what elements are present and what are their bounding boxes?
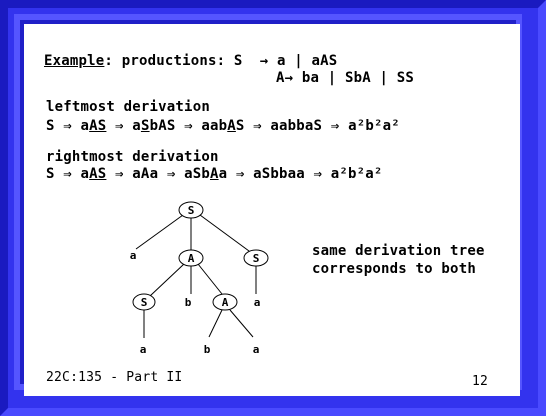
tree-leaf-a2: a	[254, 296, 261, 309]
note-line-1: same derivation tree	[312, 243, 485, 259]
example-colon: :	[104, 53, 114, 69]
footer-page-number: 12	[472, 374, 489, 389]
tree-leaf-a1: a	[130, 249, 137, 262]
note-line-2: corresponds to both	[312, 261, 476, 277]
rightmost-heading: rightmost derivation	[46, 149, 219, 165]
productions-line-2: A→ ba | SbA | SS	[276, 70, 415, 86]
tree-node-S-left: S	[141, 296, 148, 309]
example-label: Example	[44, 53, 105, 69]
tree-leaf-a3: a	[140, 343, 147, 356]
leftmost-heading: leftmost derivation	[46, 99, 210, 115]
slide: Example: productions: S → a | aAS A→ ba …	[24, 24, 520, 396]
productions-line-1: productions: S → a | aAS	[121, 53, 338, 69]
tree-node-S-right: S	[253, 252, 260, 265]
leftmost-derivation: S ⇒ aAS ⇒ aSbAS ⇒ aabAS ⇒ aabbaS ⇒ a²b²a…	[46, 118, 400, 134]
derivation-tree: S a A S S b A a a b a	[130, 201, 269, 356]
tree-leaf-b2: b	[204, 343, 211, 356]
tree-leaf-a4: a	[253, 343, 260, 356]
example-line-1: Example: productions: S → a | aAS	[44, 53, 337, 69]
tree-node-root: S	[188, 204, 195, 217]
tree-leaf-b1: b	[185, 296, 192, 309]
footer-course: 22C:135 - Part II	[46, 370, 183, 385]
rightmost-derivation: S ⇒ aAS ⇒ aAa ⇒ aSbAa ⇒ aSbbaa ⇒ a²b²a²	[46, 166, 383, 182]
tree-node-A: A	[188, 252, 195, 265]
tree-node-A-inner: A	[222, 296, 229, 309]
